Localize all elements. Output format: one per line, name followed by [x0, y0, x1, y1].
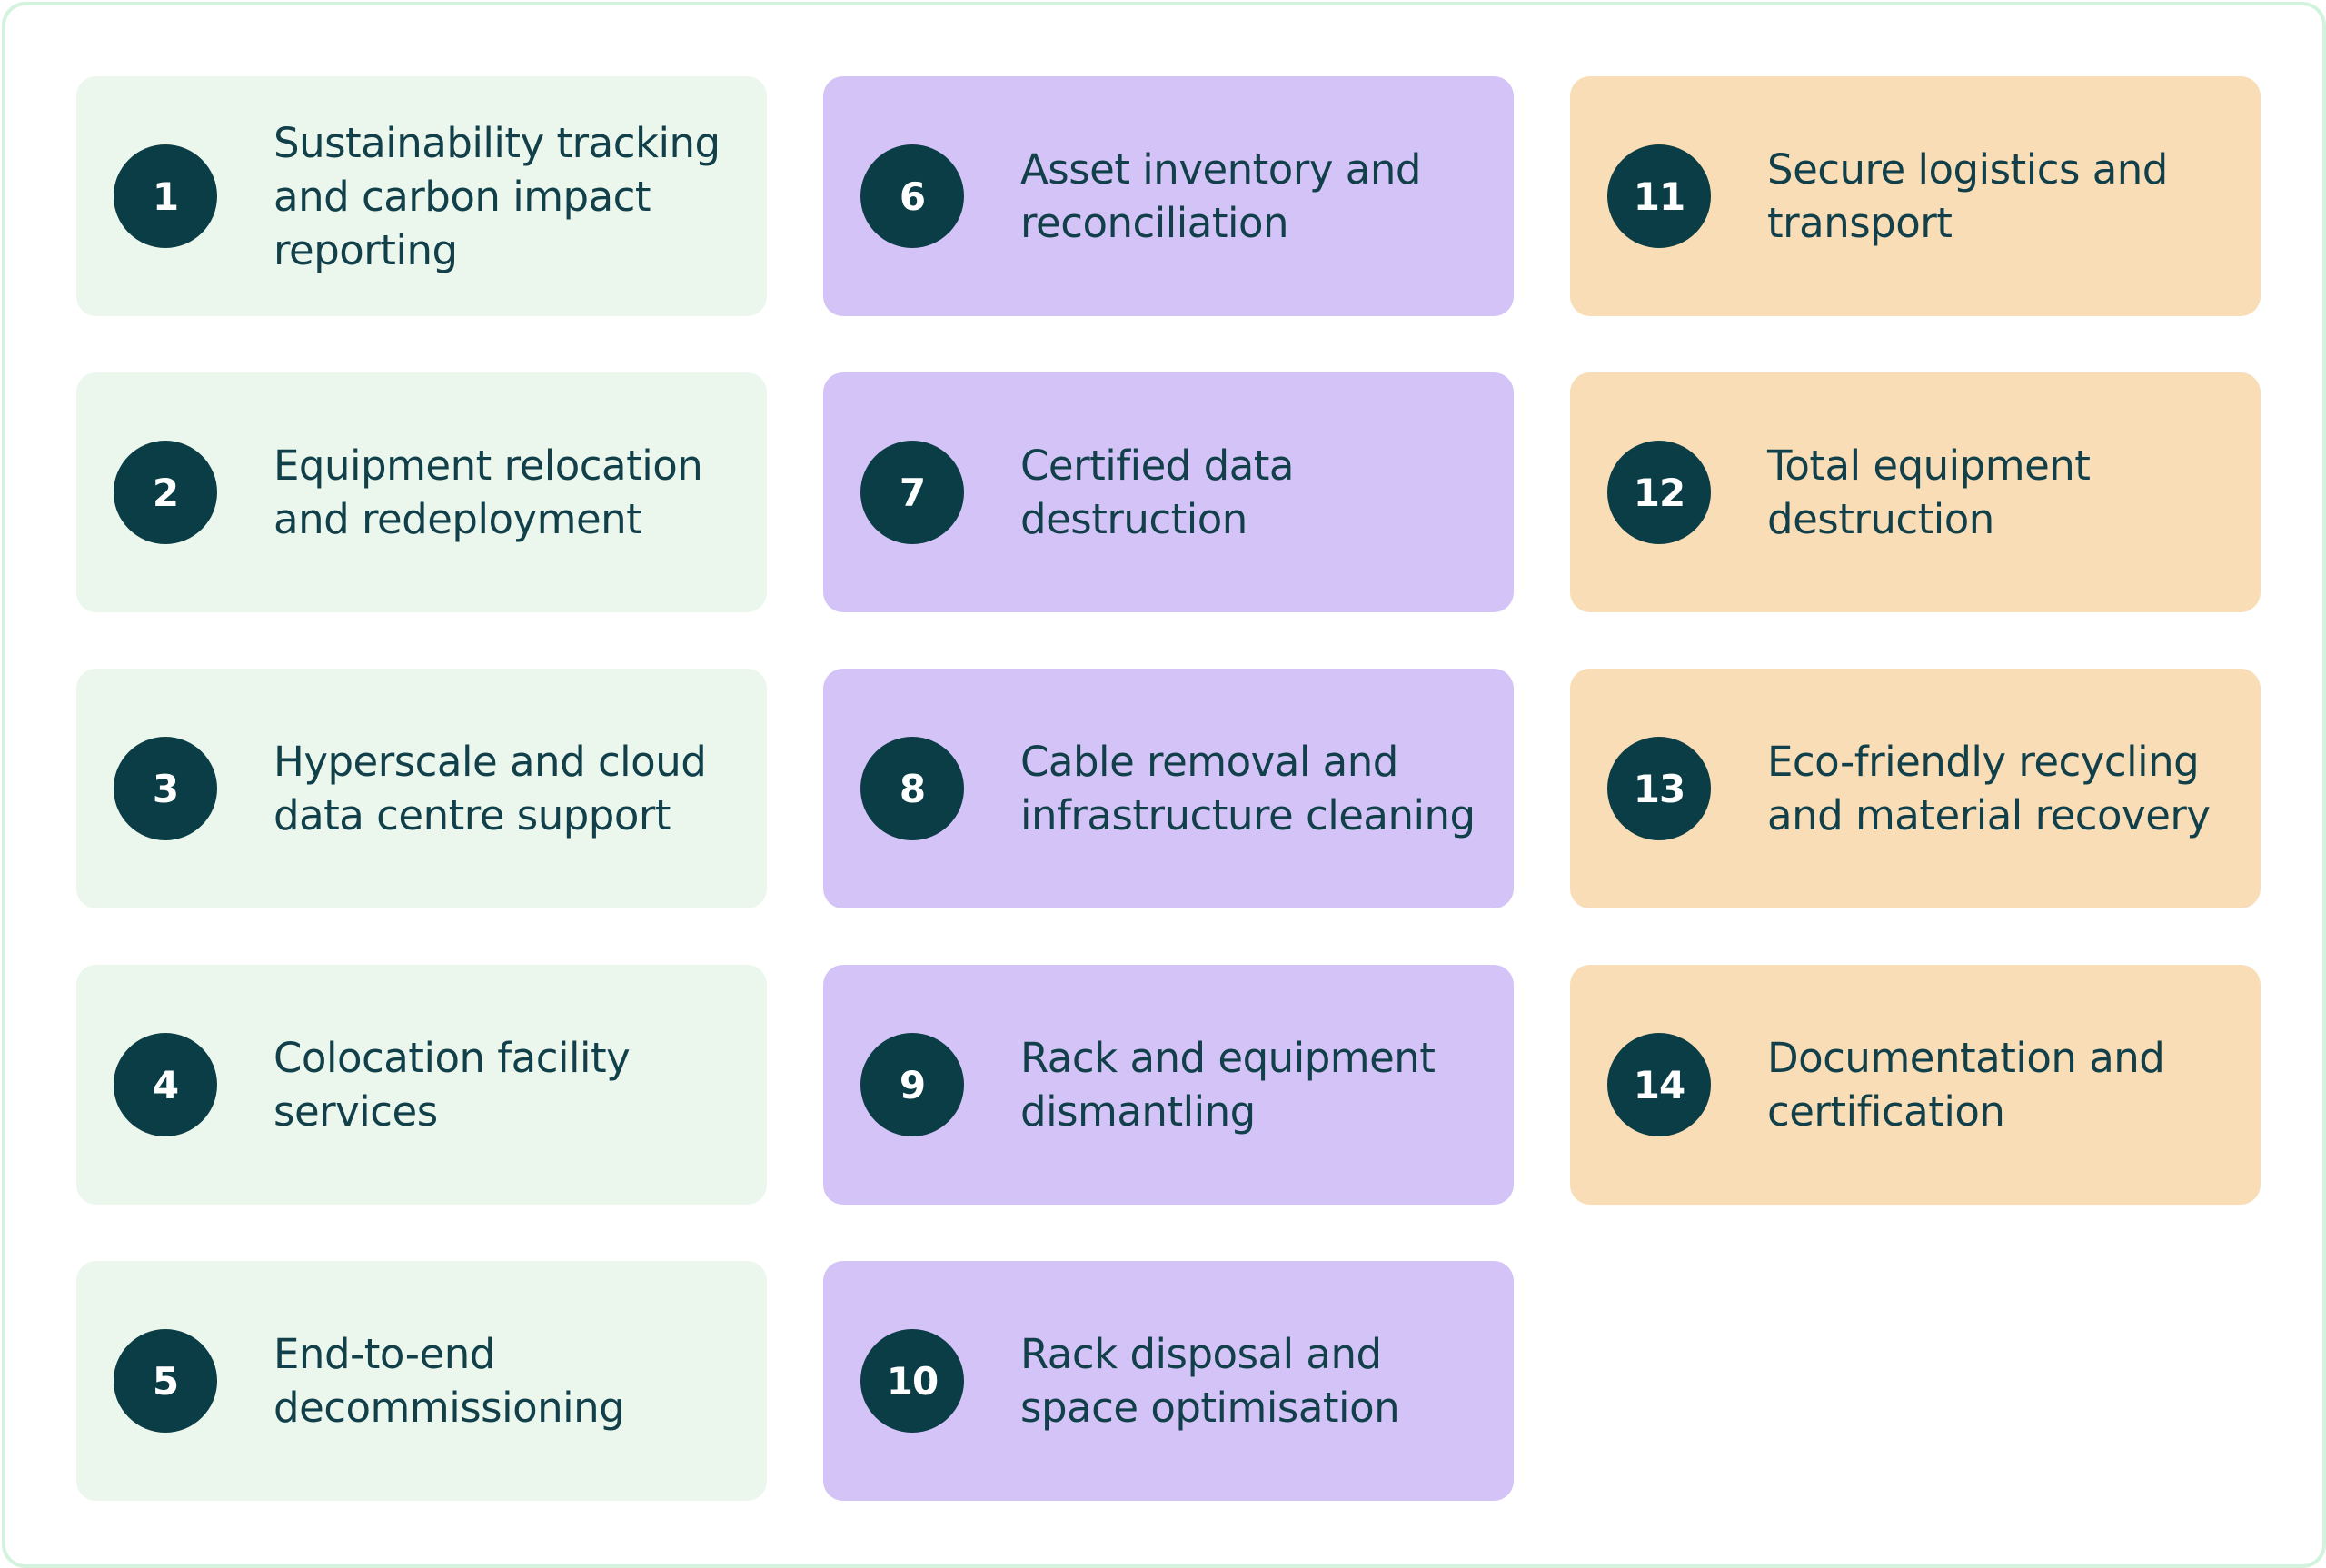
service-card-12: 12 Total equipment destruction	[1570, 372, 2261, 612]
service-number-badge: 5	[114, 1329, 217, 1433]
service-card-6: 6 Asset inventory and reconciliation	[823, 76, 1514, 316]
service-number-badge: 7	[860, 441, 964, 544]
service-number-badge: 8	[860, 737, 964, 840]
service-label: Eco-friendly recycling and material reco…	[1767, 738, 2211, 839]
service-number-badge: 1	[114, 144, 217, 248]
service-label: Secure logistics and transport	[1767, 145, 2168, 247]
service-card-7: 7 Certified data destruction	[823, 372, 1514, 612]
service-label: Asset inventory and reconciliation	[1020, 145, 1421, 247]
service-number-badge: 12	[1607, 441, 1711, 544]
service-label: Colocation facility services	[273, 1034, 631, 1136]
service-card-2: 2 Equipment relocation and redeployment	[76, 372, 767, 612]
service-card-13: 13 Eco-friendly recycling and material r…	[1570, 669, 2261, 908]
service-number-badge: 6	[860, 144, 964, 248]
service-label: Hyperscale and cloud data centre support	[273, 738, 707, 839]
service-number-badge: 10	[860, 1329, 964, 1433]
service-label: End-to-end decommissioning	[273, 1330, 625, 1432]
service-label: Total equipment destruction	[1767, 442, 2091, 543]
service-number-badge: 4	[114, 1033, 217, 1136]
services-grid: 1 Sustainability tracking and carbon imp…	[76, 76, 2261, 1501]
service-label: Certified data destruction	[1020, 442, 1295, 543]
service-card-5: 5 End-to-end decommissioning	[76, 1261, 767, 1501]
service-number-badge: 11	[1607, 144, 1711, 248]
service-label: Equipment relocation and redeployment	[273, 442, 703, 543]
service-label: Cable removal and infrastructure cleanin…	[1020, 738, 1476, 839]
service-card-1: 1 Sustainability tracking and carbon imp…	[76, 76, 767, 316]
service-number-badge: 9	[860, 1033, 964, 1136]
service-card-9: 9 Rack and equipment dismantling	[823, 965, 1514, 1205]
service-card-14: 14 Documentation and certification	[1570, 965, 2261, 1205]
service-number-badge: 13	[1607, 737, 1711, 840]
service-number-badge: 14	[1607, 1033, 1711, 1136]
service-card-4: 4 Colocation facility services	[76, 965, 767, 1205]
service-label: Rack and equipment dismantling	[1020, 1034, 1436, 1136]
service-number-badge: 3	[114, 737, 217, 840]
service-card-10: 10 Rack disposal and space optimisation	[823, 1261, 1514, 1501]
service-number-badge: 2	[114, 441, 217, 544]
service-label: Documentation and certification	[1767, 1034, 2165, 1136]
service-card-8: 8 Cable removal and infrastructure clean…	[823, 669, 1514, 908]
service-card-11: 11 Secure logistics and transport	[1570, 76, 2261, 316]
service-label: Rack disposal and space optimisation	[1020, 1330, 1400, 1432]
service-label: Sustainability tracking and carbon impac…	[273, 118, 721, 274]
service-card-3: 3 Hyperscale and cloud data centre suppo…	[76, 669, 767, 908]
